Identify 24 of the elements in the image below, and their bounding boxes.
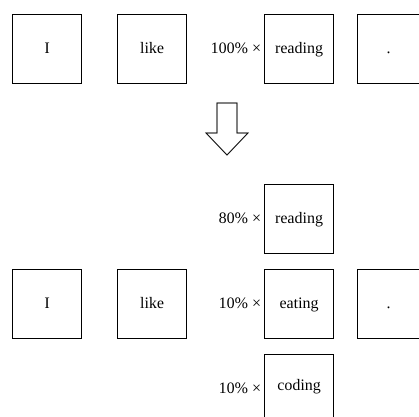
word-box [264, 354, 334, 417]
probability-label: 100% × [210, 39, 261, 59]
word-box [357, 269, 419, 339]
probability-label: 80% × [218, 209, 261, 229]
word-box [357, 14, 419, 84]
word-text: reading [275, 210, 323, 228]
word-box [117, 14, 187, 84]
word-text: eating [279, 295, 319, 313]
word-text: I [44, 40, 50, 58]
probability-label: 10% × [218, 379, 261, 399]
word-text: I [44, 295, 50, 313]
word-box [264, 184, 334, 254]
word-box [12, 269, 82, 339]
word-box [12, 14, 82, 84]
word-box [264, 269, 334, 339]
word-text: . [386, 40, 390, 58]
word-box [117, 269, 187, 339]
word-text: coding [277, 377, 321, 395]
word-text: like [140, 40, 164, 58]
word-text: reading [275, 40, 323, 58]
word-text: like [140, 295, 164, 313]
probability-label: 10% × [218, 294, 261, 314]
word-text: . [386, 295, 390, 313]
word-box [264, 14, 334, 84]
